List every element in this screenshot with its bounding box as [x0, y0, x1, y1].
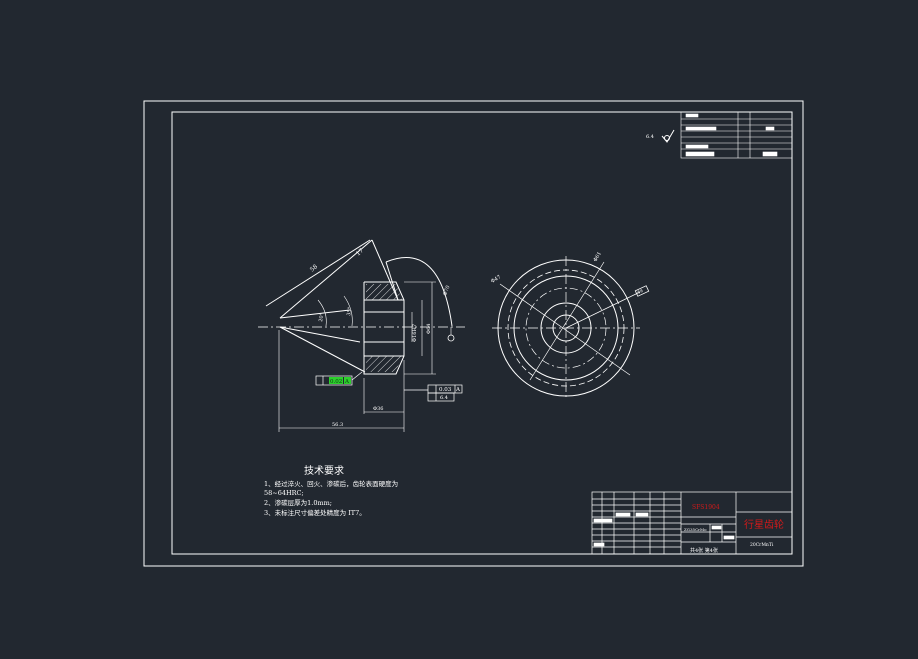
dim-hub: Φ36 [373, 406, 383, 412]
dim-r: Φ70 [442, 285, 451, 297]
roughness-symbol [661, 129, 675, 143]
title-material: ZG35CrMo [684, 527, 707, 532]
tech-req-heading: 技术要求 [304, 464, 344, 477]
tolerance-frame-1 [315, 371, 363, 386]
inner-border [171, 111, 793, 555]
title-sheet: 共4张 第4张 [690, 547, 718, 554]
tech-req-line-3: 2、渗碳层厚为1.0mm; [264, 498, 332, 507]
title-part-name: 行星齿轮 [744, 518, 784, 531]
tech-req-line-1: 1、经过淬火、回火、渗碳后，齿轮表面硬度为 [264, 479, 398, 488]
tech-req-line-2: 58~64HRC; [264, 489, 304, 497]
title-drawing-number: SFS1904 [692, 504, 720, 511]
title-scale-code: 20CrMnTi [750, 542, 774, 548]
dim-total-length: 56.3 [332, 422, 343, 428]
hatch-lower [366, 356, 402, 372]
tolerance-1-value: 0.02 [330, 379, 342, 385]
dim-circle-right: Φ61 [593, 251, 603, 263]
tolerance-2-sub: 6.4 [440, 395, 448, 401]
title-block [591, 491, 793, 555]
tech-req-line-4: 3、未标注尺寸偏差处精度为 IT7。 [264, 508, 366, 517]
roughness-label: 6.4 [646, 134, 654, 140]
gear-parameter-table [680, 111, 793, 159]
tolerance-2-datum: A [455, 387, 461, 393]
hatch-upper [366, 284, 402, 300]
gear-end-view [492, 256, 650, 400]
dim-bore: Φ16H7 [412, 324, 418, 342]
tolerance-2-value: 0.03 [439, 387, 452, 393]
tolerance-frame-2 [404, 384, 463, 402]
dim-circle-tag: Φ8 [636, 288, 644, 295]
dim-depth: Φ64 [426, 324, 432, 334]
dim-top-length: 17 [355, 247, 365, 257]
outer-border [143, 100, 804, 567]
dim-circle-left: Φ47 [490, 274, 502, 284]
dim-angle-2: 35° [346, 306, 354, 316]
dim-angle-1: 20° [318, 312, 326, 322]
dim-left-length: 58 [309, 263, 319, 273]
gear-section-view [258, 239, 465, 432]
tolerance-1-datum: A [344, 379, 350, 385]
